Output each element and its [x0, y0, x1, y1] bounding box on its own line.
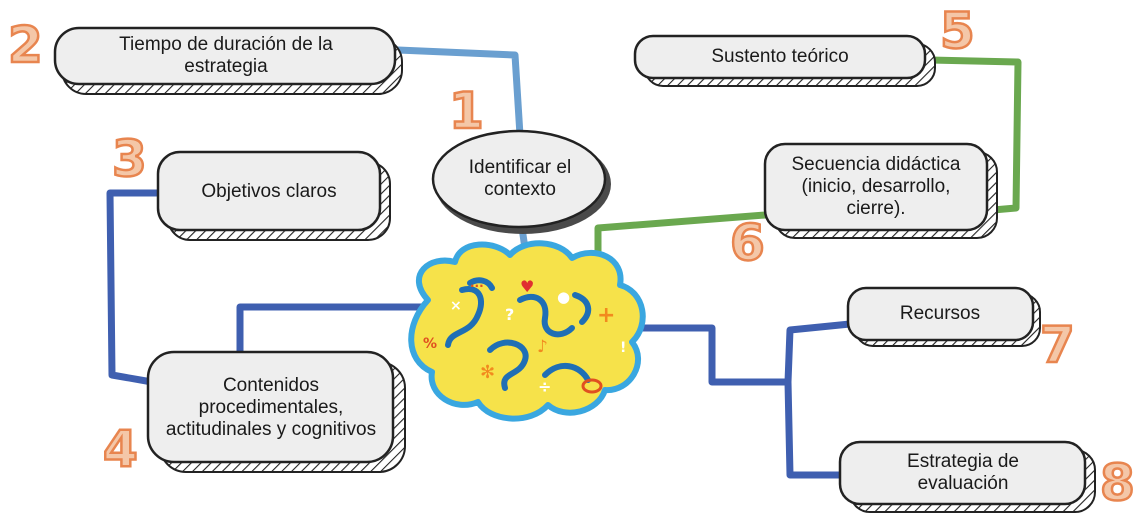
node-7-label: Recursos	[899, 303, 981, 324]
number-3: 3	[111, 130, 148, 188]
node-8-label: Estrategia de evaluación	[907, 451, 1019, 494]
number-1: 1	[448, 82, 485, 140]
svg-text:+: +	[597, 303, 615, 328]
node-8-box	[838, 440, 1096, 513]
node-4-box	[146, 350, 406, 473]
node-2-box	[53, 26, 403, 95]
node-3-label: Objetivos claros	[201, 181, 337, 202]
number-2: 2	[7, 16, 44, 74]
svg-text:%: %	[423, 336, 437, 352]
node-5-label: Sustento teórico	[711, 46, 849, 67]
connector-5-6	[926, 56, 1022, 214]
node-3-box	[156, 150, 391, 241]
connector-1-2	[394, 46, 524, 139]
node-6-box	[763, 142, 998, 239]
svg-text:?: ?	[505, 305, 514, 324]
connector-brain-3-4	[106, 189, 169, 386]
svg-text:÷: ÷	[538, 377, 551, 396]
number-8: 8	[1099, 454, 1136, 512]
number-6: 6	[729, 214, 766, 272]
node-1-label: Identificar el contexto	[468, 157, 572, 200]
node-1: Identificar el contexto	[440, 140, 600, 218]
node-5: Sustento teórico	[640, 38, 920, 76]
node-2: Tiempo de duración de la estrategia	[70, 30, 382, 82]
svg-text:●: ●	[557, 288, 570, 306]
number-7: 7	[1039, 316, 1076, 374]
svg-text:!: !	[620, 340, 626, 356]
brain-icon: + ♥ ● × ? % ♪ ✻ ÷ ! ···	[408, 240, 646, 422]
connector-brain-7-8	[636, 320, 854, 479]
node-2-label: Tiempo de duración de la estrategia	[119, 34, 333, 77]
node-7-box	[846, 286, 1041, 347]
connector-brain-4	[236, 303, 429, 360]
node-7: Recursos	[852, 290, 1028, 338]
svg-text:✻: ✻	[480, 362, 495, 383]
svg-text:♪: ♪	[537, 337, 548, 357]
node-4: Contenidos procedimentales, actitudinale…	[155, 358, 387, 458]
node-8: Estrategia de evaluación	[846, 444, 1080, 502]
svg-text:···: ···	[470, 279, 484, 293]
node-4-label: Contenidos procedimentales, actitudinale…	[165, 375, 377, 440]
node-6: Secuencia didáctica (inicio, desarrollo,…	[770, 146, 982, 228]
number-4: 4	[102, 420, 139, 478]
svg-text:♥: ♥	[520, 277, 534, 296]
svg-text:×: ×	[450, 298, 462, 314]
node-5-box	[633, 34, 936, 87]
node-6-label: Secuencia didáctica (inicio, desarrollo,…	[791, 154, 961, 219]
node-1-ellipse	[431, 129, 611, 234]
number-5: 5	[939, 2, 976, 60]
node-3: Objetivos claros	[162, 156, 376, 228]
